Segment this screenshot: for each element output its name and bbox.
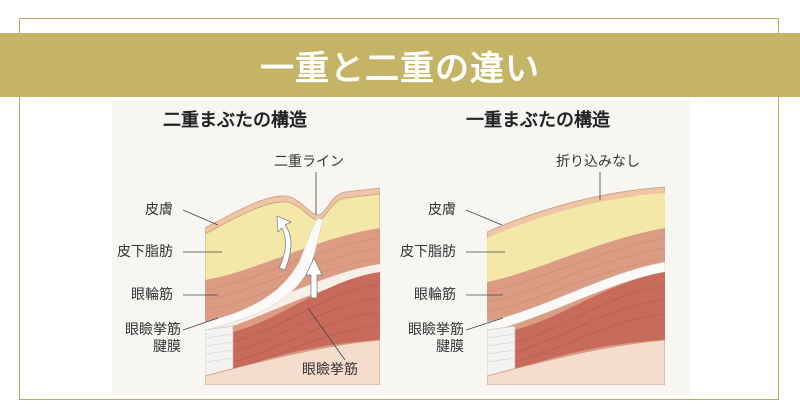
label-line2: 腱膜 bbox=[436, 339, 464, 355]
levator-muscle bbox=[515, 272, 665, 370]
tendon-strand bbox=[205, 217, 324, 331]
left-subtitle: 二重まぶたの構造 bbox=[163, 110, 307, 131]
label-skin-right: 皮膚 bbox=[428, 202, 456, 218]
up-arrow-icon bbox=[305, 257, 323, 299]
label-levator: 眼瞼挙筋 bbox=[302, 362, 358, 378]
label-line2: 腱膜 bbox=[153, 339, 181, 355]
page-title: 一重と二重の違い bbox=[260, 48, 540, 89]
tendon-gap bbox=[205, 264, 380, 335]
bottom-tissue bbox=[205, 339, 380, 385]
label-aponeurosis-left: 眼瞼挙筋腱膜 bbox=[117, 322, 181, 356]
bottom-tissue bbox=[487, 339, 665, 385]
outer-frame bbox=[19, 18, 779, 400]
label-orbicularis-right: 眼輪筋 bbox=[414, 287, 456, 303]
label-no-fold: 折り込みなし bbox=[556, 154, 640, 170]
aponeurosis-strand bbox=[487, 261, 665, 333]
label-fat-left: 皮下脂肪 bbox=[117, 244, 173, 260]
label-crease: 二重ライン bbox=[274, 154, 344, 170]
title-banner: 一重と二重の違い bbox=[0, 33, 800, 97]
double-eyelid-diagram bbox=[205, 187, 380, 385]
label-fat-right: 皮下脂肪 bbox=[400, 244, 456, 260]
levator-muscle bbox=[233, 272, 380, 370]
label-orbicularis-left: 眼輪筋 bbox=[131, 287, 173, 303]
label-skin-left: 皮膚 bbox=[145, 202, 173, 218]
label-aponeurosis-right: 眼瞼挙筋腱膜 bbox=[400, 322, 464, 356]
right-subtitle: 一重まぶたの構造 bbox=[466, 110, 610, 131]
label-line1: 眼瞼挙筋 bbox=[125, 322, 181, 338]
curved-arrow-icon bbox=[276, 215, 292, 271]
label-line1: 眼瞼挙筋 bbox=[408, 322, 464, 338]
single-eyelid-diagram bbox=[487, 186, 665, 385]
